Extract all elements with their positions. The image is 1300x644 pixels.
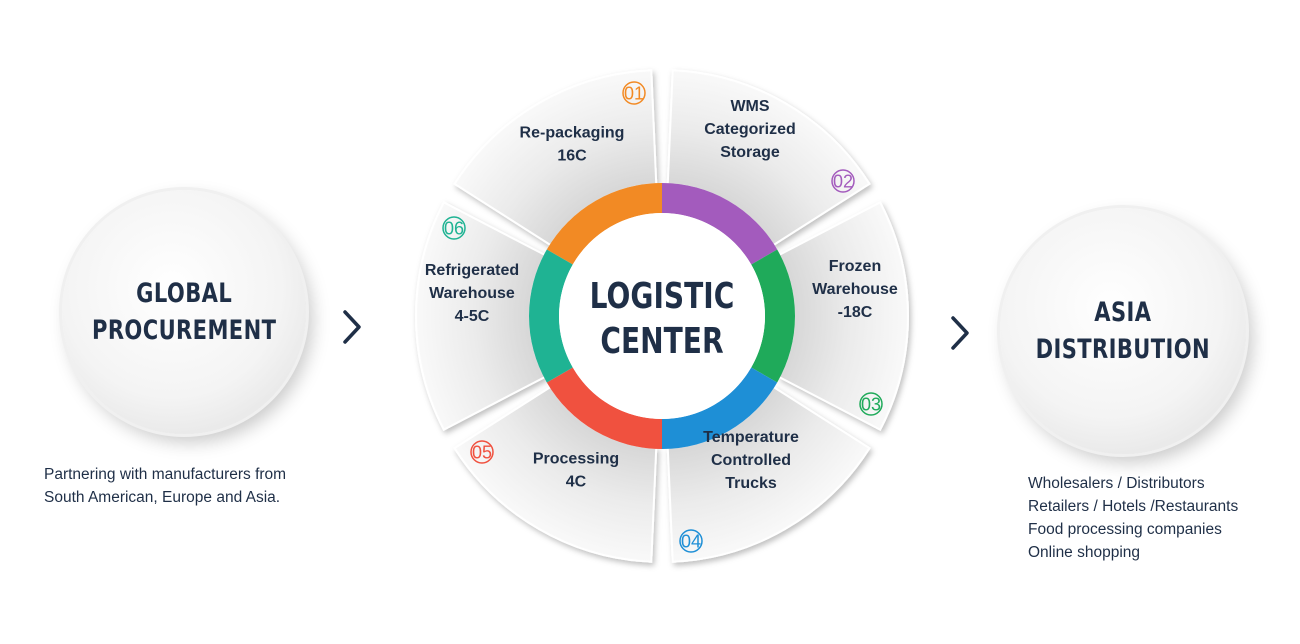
segment-number-01: 01 [624, 84, 644, 104]
ring-arc-03 [751, 249, 795, 383]
segment-number-badge-02 [831, 169, 855, 193]
ring-arc-05 [546, 367, 662, 449]
segment-label-06-line2: Warehouse [429, 285, 515, 302]
chevron-right-icon [951, 316, 969, 350]
segment-number-badge-03 [859, 392, 883, 416]
segment-number-05: 05 [472, 443, 492, 463]
segment-label-04-line2: Controlled [711, 452, 791, 469]
asia-distribution-title: ASIA DISTRIBUTION [1036, 294, 1210, 368]
segment-label-02-line1: WMS [730, 98, 769, 115]
asia-distribution-item: Food processing companies [1028, 521, 1222, 538]
segment-number-badge-04 [679, 529, 703, 553]
segment-label-03-line2: Warehouse [812, 281, 898, 298]
segment-label-06-line1: Refrigerated [425, 262, 519, 279]
ring-arc-01 [546, 183, 662, 265]
global-procurement-description: Partnering with manufacturers from South… [44, 463, 286, 509]
global-procurement-title: GLOBAL PROCUREMENT [92, 275, 276, 349]
segment-number-06: 06 [444, 219, 464, 239]
segment-label-01-line2: 16C [557, 148, 587, 165]
segment-label-02-line2: Categorized [704, 121, 796, 138]
ring-arc-04 [662, 367, 778, 449]
global-procurement-title-line2: PROCUREMENT [91, 315, 277, 346]
segment-label-04-line1: Temperature [703, 429, 799, 446]
segment-number-03: 03 [861, 395, 881, 415]
segment-label-03-line3: -18C [838, 304, 873, 321]
asia-distribution-title-line1: ASIA [1094, 297, 1152, 328]
ring-arc-02 [662, 183, 778, 265]
asia-distribution-item: Wholesalers / Distributors [1028, 475, 1205, 492]
segment-number-badge-05 [470, 440, 494, 464]
asia-distribution-item: Retailers / Hotels /Restaurants [1028, 498, 1239, 515]
asia-distribution-circle: ASIA DISTRIBUTION [1000, 208, 1246, 454]
segment-label-05-line2: 4C [566, 474, 587, 491]
global-procurement-title-line1: GLOBAL [136, 278, 232, 309]
segment-number-badge-01 [622, 81, 646, 105]
asia-distribution-item: Online shopping [1028, 544, 1141, 561]
logistic-center-title-line2: CENTER [600, 320, 723, 362]
asia-distribution-title-line2: DISTRIBUTION [1035, 334, 1211, 365]
segment-label-05-line1: Processing [533, 451, 619, 468]
segment-label-02-line3: Storage [720, 144, 780, 161]
global-procurement-description-line1: Partnering with manufacturers from [44, 466, 287, 483]
segment-label-01-line1: Re-packaging [520, 125, 625, 142]
ring-arc-06 [528, 249, 573, 383]
chevron-right-icon [343, 310, 361, 344]
segment-label-06-line3: 4-5C [455, 308, 490, 325]
segment-label-04-line3: Trucks [725, 475, 777, 492]
global-procurement-circle: GLOBAL PROCUREMENT [62, 190, 306, 434]
segment-number-badge-06 [442, 216, 466, 240]
global-procurement-description-line2: South American, Europe and Asia. [44, 489, 281, 506]
logistic-center-title-line1: LOGISTIC [590, 275, 735, 317]
segment-label-03-line1: Frozen [829, 258, 881, 275]
logistic-center-core [559, 213, 765, 419]
asia-distribution-list: Wholesalers / Distributors Retailers / H… [1028, 472, 1238, 564]
segment-number-04: 04 [681, 532, 701, 552]
segment-number-02: 02 [833, 172, 853, 192]
